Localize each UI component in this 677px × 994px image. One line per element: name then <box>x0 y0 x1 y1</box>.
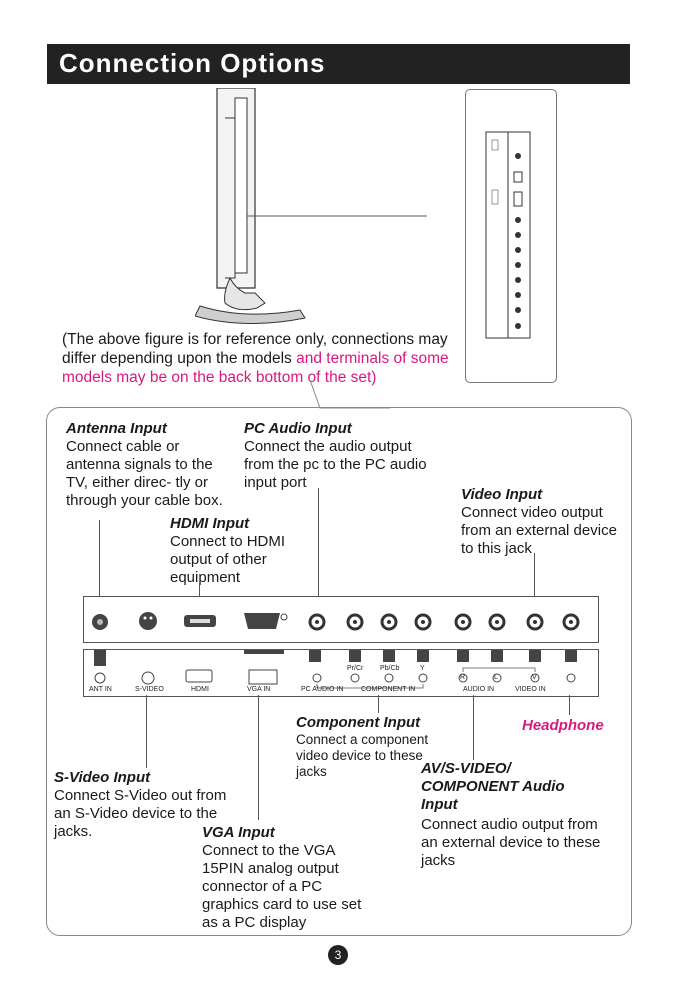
video-leader <box>534 553 535 600</box>
antenna-leader <box>99 520 100 600</box>
vga-leader <box>258 695 259 820</box>
port-panel-bottom <box>83 649 599 697</box>
label-pc-audio-in: PC AUDIO IN <box>301 686 344 693</box>
hdmi-input-block: HDMI Input Connect to HDMI output of oth… <box>170 515 286 586</box>
label-audio-in: AUDIO IN <box>463 686 495 693</box>
label-r: R <box>460 674 466 681</box>
label-l: L <box>494 674 498 681</box>
svideo-input-block: S-Video Input Connect S-Video out from a… <box>54 769 227 840</box>
label-y: Y <box>420 665 425 672</box>
reference-note: (The above figure is for reference only,… <box>62 331 449 386</box>
label-prcr: Pr/Cr <box>347 665 364 672</box>
side-panel-illustration <box>485 131 531 339</box>
side-panel-box <box>465 89 557 383</box>
headphone-leader <box>569 695 570 715</box>
label-pbcb: Pb/Cb <box>380 665 400 672</box>
label-hdmi: HDMI <box>191 686 209 693</box>
label-vga-in: VGA IN <box>247 686 271 693</box>
vga-input-block: VGA Input Connect to the VGA 15PIN analo… <box>202 824 362 931</box>
component-input-block: Component Input Connect a component vide… <box>296 714 429 779</box>
port-panel-bottom-illustration <box>94 650 577 689</box>
hdmi-leader <box>199 583 200 600</box>
title-bar: Connection Options <box>47 44 630 84</box>
pc-audio-leader <box>318 488 319 600</box>
label-ant-in: ANT IN <box>89 686 112 693</box>
antenna-input-block: Antenna Input Connect cable or antenna s… <box>66 420 223 509</box>
av-audio-input-block: AV/S-VIDEO/ COMPONENT Audio Input Connec… <box>421 760 601 869</box>
component-leader <box>378 695 379 713</box>
port-panel-top <box>83 596 599 643</box>
label-component-in: COMPONENT IN <box>361 686 416 693</box>
video-input-block: Video Input Connect video output from an… <box>461 486 617 557</box>
label-svideo: S-VIDEO <box>135 686 164 693</box>
page-title: Connection Options <box>59 48 326 78</box>
pc-audio-input-block: PC Audio Input Connect the audio output … <box>244 420 427 491</box>
port-panel-top-illustration <box>92 612 580 631</box>
av-audio-leader <box>473 695 474 760</box>
callout-pointer <box>309 380 390 409</box>
callout-box <box>46 407 632 936</box>
svideo-leader <box>146 695 147 768</box>
label-v: V <box>532 674 537 681</box>
label-video-in: VIDEO IN <box>515 686 546 693</box>
headphone-label: Headphone <box>522 717 604 734</box>
tv-side-illustration <box>195 88 427 325</box>
page-number: 3 <box>328 945 348 965</box>
